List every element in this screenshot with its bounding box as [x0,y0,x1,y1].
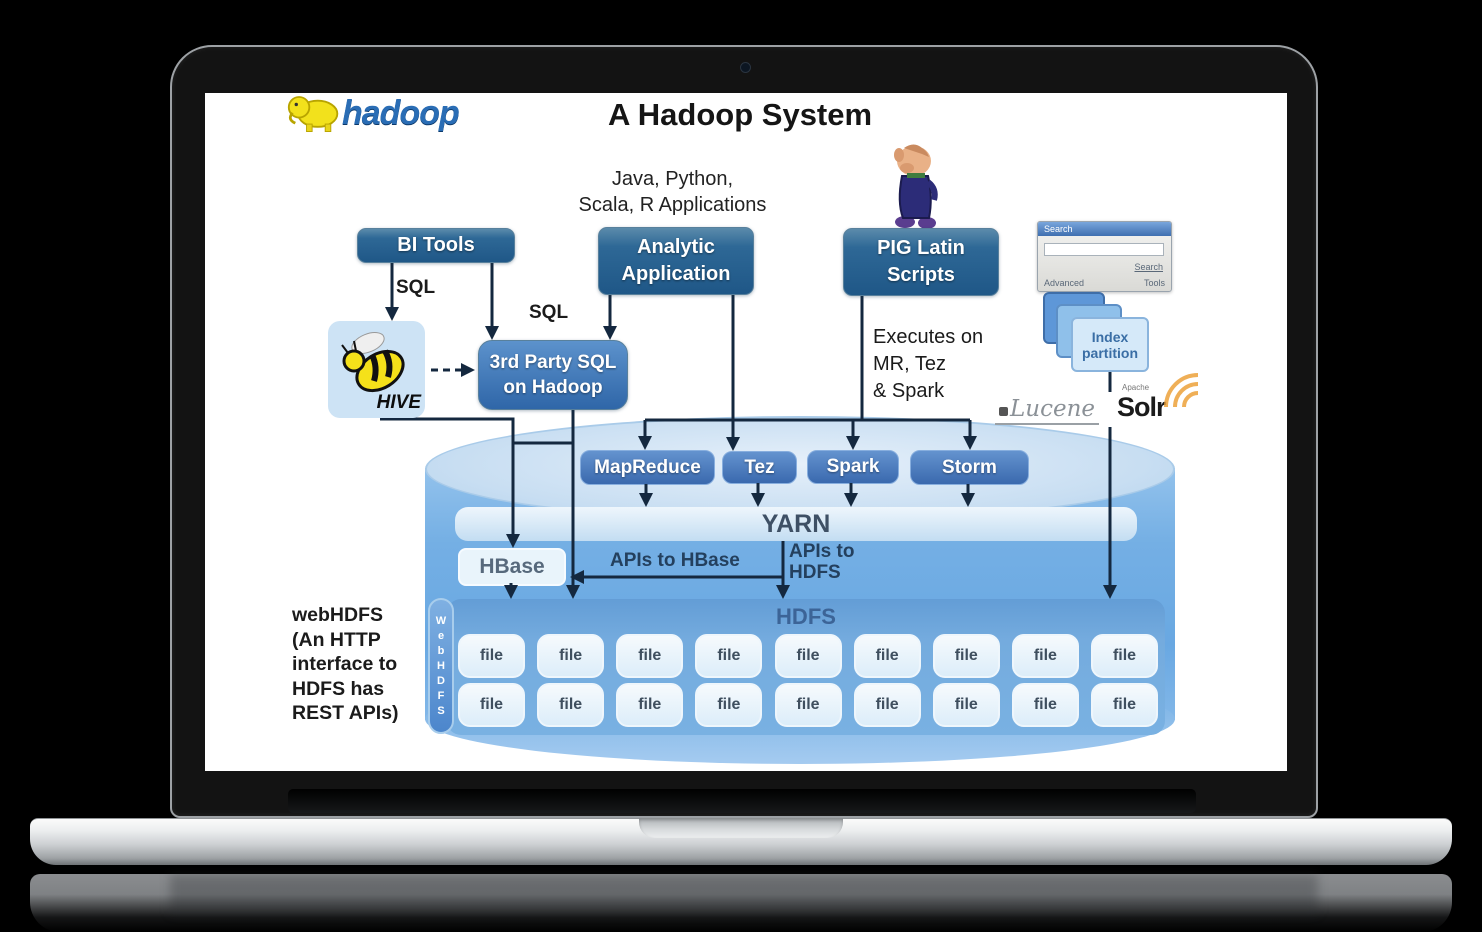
search-button[interactable]: Search [1134,262,1163,272]
hive-wordmark: HIVE [376,392,421,413]
file-box: file [458,634,525,678]
lucene-wordmark: Lucene [1010,396,1096,422]
solr-apache-label: Apache [1122,383,1150,392]
sql-label-left: SQL [396,277,436,298]
file-box: file [458,683,525,727]
lucene-mark-icon [999,407,1008,416]
pig-latin-line1: PIG Latin [877,237,965,259]
webhdfs-note-line5: REST APIs) [292,702,399,724]
pig-latin-line2: Scripts [887,264,955,286]
webhdfs-note-line3: interface to [292,653,398,675]
search-input[interactable] [1044,243,1164,256]
executes-on-note: Executes on MR, Tez & Spark [873,324,983,405]
file-box: file [695,634,763,678]
hadoop-logo: hadoop [286,86,486,140]
laptop-lid-reflection [170,874,1318,914]
file-box: file [537,683,605,727]
search-window: Search Search Advanced Tools [1037,221,1172,292]
apps-note-line2: Scala, R Applications [578,194,767,216]
solr-sun-icon [1160,369,1202,416]
file-box: file [616,634,684,678]
executes-line2: MR, Tez [873,353,946,375]
file-box: file [1091,634,1158,678]
webhdfs-note-line4: HDFS has [292,677,385,700]
box-third-party-sql: 3rd Party SQL on Hadoop [478,340,628,410]
index-partition-line1: Index [1091,328,1129,345]
solr-logo: Solr [1117,392,1167,422]
file-box: file [932,683,1000,727]
tools-link[interactable]: Tools [1143,278,1165,288]
hive-logo: HIVE [328,321,425,418]
box-pig-latin-scripts: PIG Latin Scripts [843,228,999,296]
apps-note-line1: Java, Python, [611,168,734,190]
file-box: file [774,634,842,678]
apis-to-hbase-label: APIs to HBase [610,550,740,571]
hadoop-elephant-icon [286,87,342,140]
file-box: file [853,634,921,678]
index-partition-line2: partition [1082,344,1138,361]
index-partition-box: Index partition [1071,317,1149,372]
laptop-lid-notch [639,818,843,838]
box-analytic-application: Analytic Application [598,227,754,295]
executes-line3: & Spark [873,380,945,402]
engine-box-tez: Tez [722,451,797,484]
webhdfs-note-line1: webHDFS [292,604,384,626]
apps-note: Java, Python, Scala, R Applications [540,166,805,218]
apis-to-hdfs-line2: HDFS [789,562,841,583]
advanced-link[interactable]: Advanced [1044,278,1085,288]
executes-line1: Executes on [873,326,984,348]
page-title: A Hadoop System [607,97,873,132]
engine-box-spark: Spark [807,450,899,484]
webhdfs-note-line2: (An HTTP [292,628,381,651]
file-box: file [1091,683,1158,727]
laptop-reflection [30,874,1452,932]
hbase-box: HBase [458,548,566,586]
analytic-line2: Application [621,263,731,285]
webcam-dot [740,62,751,73]
sql-label-mid: SQL [529,302,569,323]
file-box: file [774,683,842,727]
hadoop-wordmark: hadoop [342,93,460,132]
apis-to-hdfs-label: APIs to HDFS [789,541,854,583]
analytic-line1: Analytic [637,236,715,258]
laptop-hinge [288,789,1196,813]
box-bi-tools: BI Tools [357,228,515,263]
yarn-bar: YARN [455,507,1137,541]
engine-box-storm: Storm [910,450,1029,485]
third-party-line1: 3rd Party SQL [489,352,617,373]
third-party-line2: on Hadoop [503,377,603,398]
hive-bee-icon [341,332,405,393]
engine-box-mapreduce: MapReduce [580,450,715,485]
file-box: file [616,683,684,727]
file-box: file [695,683,763,727]
webhdfs-note: webHDFS (An HTTP interface to HDFS has R… [292,603,399,726]
pig-cartoon-icon [884,142,948,235]
file-box: file [537,634,605,678]
file-box: file [1011,683,1079,727]
file-box: file [853,683,921,727]
lucene-logo: Lucene [995,396,1100,425]
file-box: file [1011,634,1079,678]
search-window-titlebar: Search [1038,222,1171,236]
hdfs-title: HDFS [776,604,836,629]
apis-to-hdfs-line1: APIs to [789,541,855,562]
file-box: file [932,634,1000,678]
hadoop-cluster-cylinder-top [425,416,1175,522]
